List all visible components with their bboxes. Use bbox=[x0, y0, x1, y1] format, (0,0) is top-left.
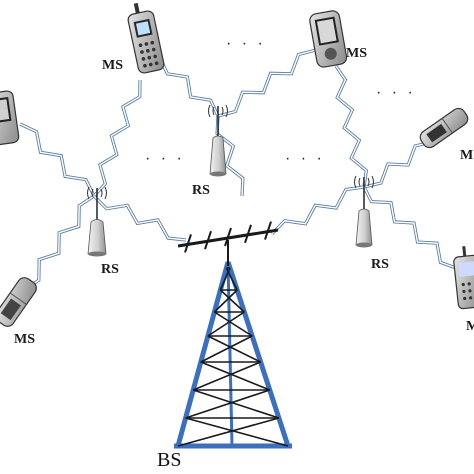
rs-label: RS bbox=[101, 262, 119, 277]
ellipsis-mid-right: · · · bbox=[285, 150, 325, 167]
lightning-link-icon bbox=[362, 186, 457, 270]
tower-brace bbox=[192, 361, 261, 391]
ms-phone-icon bbox=[419, 107, 469, 149]
tower-brace bbox=[213, 311, 253, 337]
lightning-link-icon bbox=[92, 194, 187, 242]
tower-brace bbox=[207, 311, 245, 337]
lightning-links bbox=[19, 48, 457, 292]
ms-phone-icon bbox=[453, 246, 474, 310]
lightning-link-icon bbox=[270, 185, 365, 236]
ms-phone-icon bbox=[0, 277, 37, 327]
rs-antenna-icon bbox=[354, 175, 374, 248]
lightning-link-core bbox=[363, 186, 457, 269]
rs-antenna-icon bbox=[87, 186, 107, 257]
rs-antenna-icon bbox=[208, 104, 228, 177]
rs-label: RS bbox=[192, 183, 210, 198]
lightning-link-core bbox=[335, 65, 368, 188]
lightning-link-core bbox=[23, 195, 95, 291]
ms-label: MS bbox=[460, 148, 474, 163]
ellipsis-top: · · · bbox=[226, 35, 266, 52]
tower-brace bbox=[219, 289, 245, 313]
ellipsis-mid-left: · · · bbox=[145, 150, 185, 167]
ms-phone-icon bbox=[309, 10, 348, 68]
lightning-link-core bbox=[363, 141, 433, 188]
lightning-link-core bbox=[93, 195, 187, 241]
rs-label: RS bbox=[371, 257, 389, 272]
tower-brace bbox=[200, 335, 253, 363]
lightning-link-core bbox=[19, 123, 95, 197]
bs-label: BS bbox=[157, 449, 181, 471]
ms-label: MS bbox=[14, 332, 35, 347]
tower-brace bbox=[185, 417, 289, 447]
lightning-link-core bbox=[217, 49, 317, 117]
ms-label: MS bbox=[102, 58, 123, 73]
tower-brace bbox=[207, 335, 261, 363]
bs-tower-icon bbox=[174, 240, 292, 449]
lightning-link-core bbox=[271, 186, 365, 235]
tower-brace bbox=[185, 389, 270, 419]
lightning-link-icon bbox=[19, 122, 96, 197]
bs-antenna-element bbox=[204, 230, 212, 250]
lightning-link-icon bbox=[92, 79, 142, 198]
tower-brace bbox=[192, 389, 280, 419]
ms-phone-icon bbox=[127, 2, 165, 74]
lightning-link-icon bbox=[334, 65, 369, 188]
ms-label: MS bbox=[346, 46, 367, 61]
ellipsis-right: · · · bbox=[376, 84, 416, 101]
lightning-link-core bbox=[159, 57, 219, 117]
bs-antenna-element bbox=[224, 227, 232, 247]
bs-antenna-element bbox=[244, 224, 252, 244]
lightning-link-core bbox=[93, 79, 141, 197]
tower-brace bbox=[213, 289, 238, 313]
ms-phone-icon bbox=[0, 90, 20, 146]
tower-brace bbox=[219, 267, 231, 291]
bs-antenna-element bbox=[184, 234, 192, 253]
tower-brace bbox=[177, 417, 280, 447]
ms-label: MS bbox=[466, 319, 474, 334]
tower-brace bbox=[200, 361, 271, 391]
bs-antenna-icon bbox=[177, 221, 279, 253]
bs-antenna-element bbox=[264, 221, 272, 240]
